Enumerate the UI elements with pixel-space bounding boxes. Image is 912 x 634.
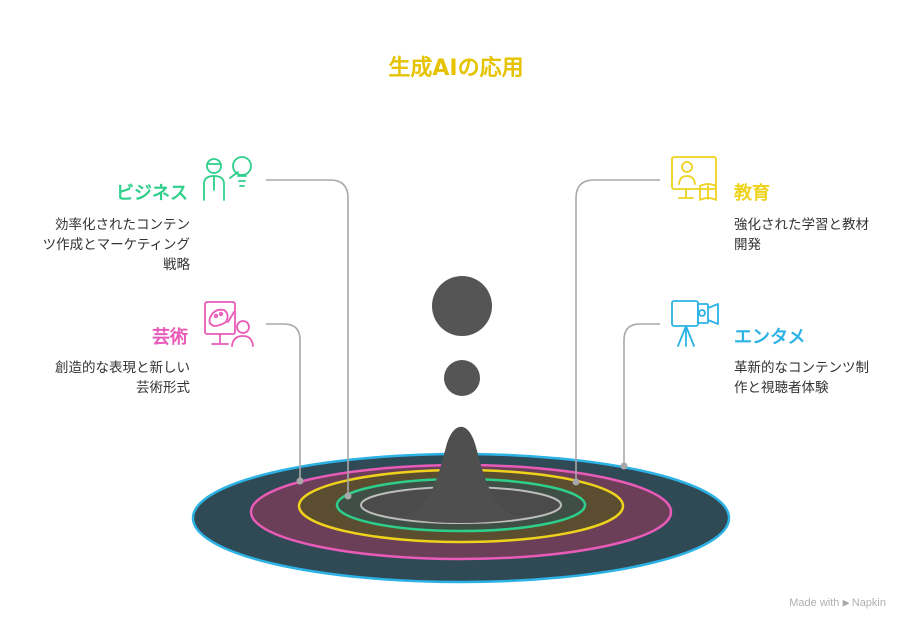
description-entertainment-line: 作と視聴者体験 bbox=[734, 380, 829, 396]
connector-entertainment-dot bbox=[620, 462, 628, 470]
connector-business bbox=[266, 179, 349, 496]
page-title: 生成AIの応用 bbox=[388, 56, 524, 81]
connector-education-dot bbox=[572, 478, 580, 486]
connector-entertainment bbox=[623, 323, 660, 466]
movie-camera-icon bbox=[671, 300, 719, 347]
connector-education bbox=[575, 179, 660, 482]
description-business: 効率化されたコンテン ツ作成とマーケティング 戦略 bbox=[20, 215, 190, 275]
person-lightbulb-icon bbox=[203, 156, 252, 201]
description-entertainment-line: 革新的なコンテンツ制 bbox=[734, 360, 869, 376]
label-entertainment: エンタメ bbox=[734, 327, 806, 348]
footer-made-with: Made with bbox=[789, 597, 840, 609]
description-education: 強化された学習と教材 開発 bbox=[734, 215, 899, 255]
description-entertainment: 革新的なコンテンツ制 作と視聴者体験 bbox=[734, 358, 899, 398]
label-art: 芸術 bbox=[152, 327, 188, 348]
label-business: ビジネス bbox=[116, 183, 188, 204]
description-art-line: 創造的な表現と新しい bbox=[55, 360, 190, 376]
napkin-logo-icon: ⪢ bbox=[842, 597, 849, 609]
drop-small bbox=[444, 360, 480, 396]
splash-peak bbox=[398, 426, 524, 523]
footer-brand: Napkin bbox=[851, 597, 886, 609]
description-education-line: 強化された学習と教材 bbox=[734, 217, 869, 233]
description-business-line: ツ作成とマーケティング bbox=[42, 237, 190, 253]
drop-large bbox=[432, 276, 492, 336]
description-art: 創造的な表現と新しい 芸術形式 bbox=[20, 358, 190, 398]
footer-credit[interactable]: Made with ⪢ Napkin bbox=[789, 597, 886, 610]
connector-art bbox=[266, 323, 301, 481]
connector-art-dot bbox=[296, 477, 304, 485]
label-education: 教育 bbox=[734, 183, 770, 204]
description-education-line: 開発 bbox=[734, 237, 761, 253]
description-art-line: 芸術形式 bbox=[136, 380, 190, 396]
painter-easel-icon bbox=[204, 301, 254, 347]
teacher-board-icon bbox=[671, 156, 717, 201]
connector-business-dot bbox=[344, 492, 352, 500]
description-business-line: 効率化されたコンテン bbox=[55, 217, 190, 233]
description-business-line: 戦略 bbox=[163, 257, 190, 273]
